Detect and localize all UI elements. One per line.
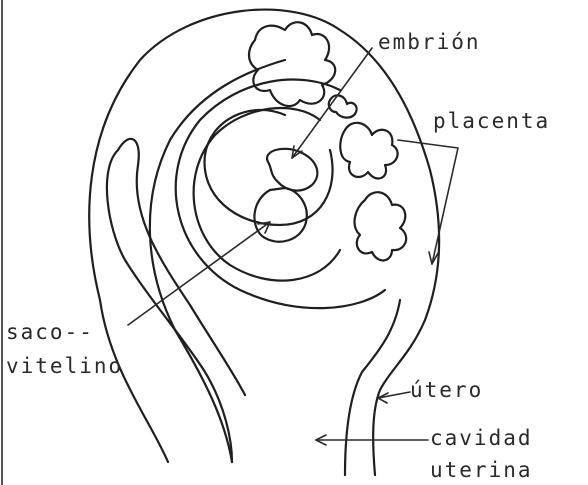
- placenta-villi-small: [329, 95, 357, 117]
- placenta-villi-lower: [355, 192, 407, 260]
- placenta-villi-middle: [340, 123, 397, 179]
- uterus-outer-wall: [89, 10, 439, 475]
- cervical-canal-right: [118, 139, 245, 395]
- label-placenta: placenta: [433, 111, 550, 132]
- label-saco-line1: saco--: [6, 322, 94, 343]
- yolk-sac: [254, 188, 306, 242]
- label-saco-line2: vitelino: [6, 356, 123, 377]
- cervical-canal-left: [107, 150, 232, 462]
- placenta-villi-upper: [249, 22, 335, 106]
- placenta-bracket: [398, 140, 458, 264]
- label-embrion: embrión: [378, 32, 481, 53]
- label-utero: útero: [410, 380, 483, 401]
- label-cavidad-line1: cavidad: [430, 428, 533, 449]
- label-cavidad-line2: uterina: [430, 460, 533, 481]
